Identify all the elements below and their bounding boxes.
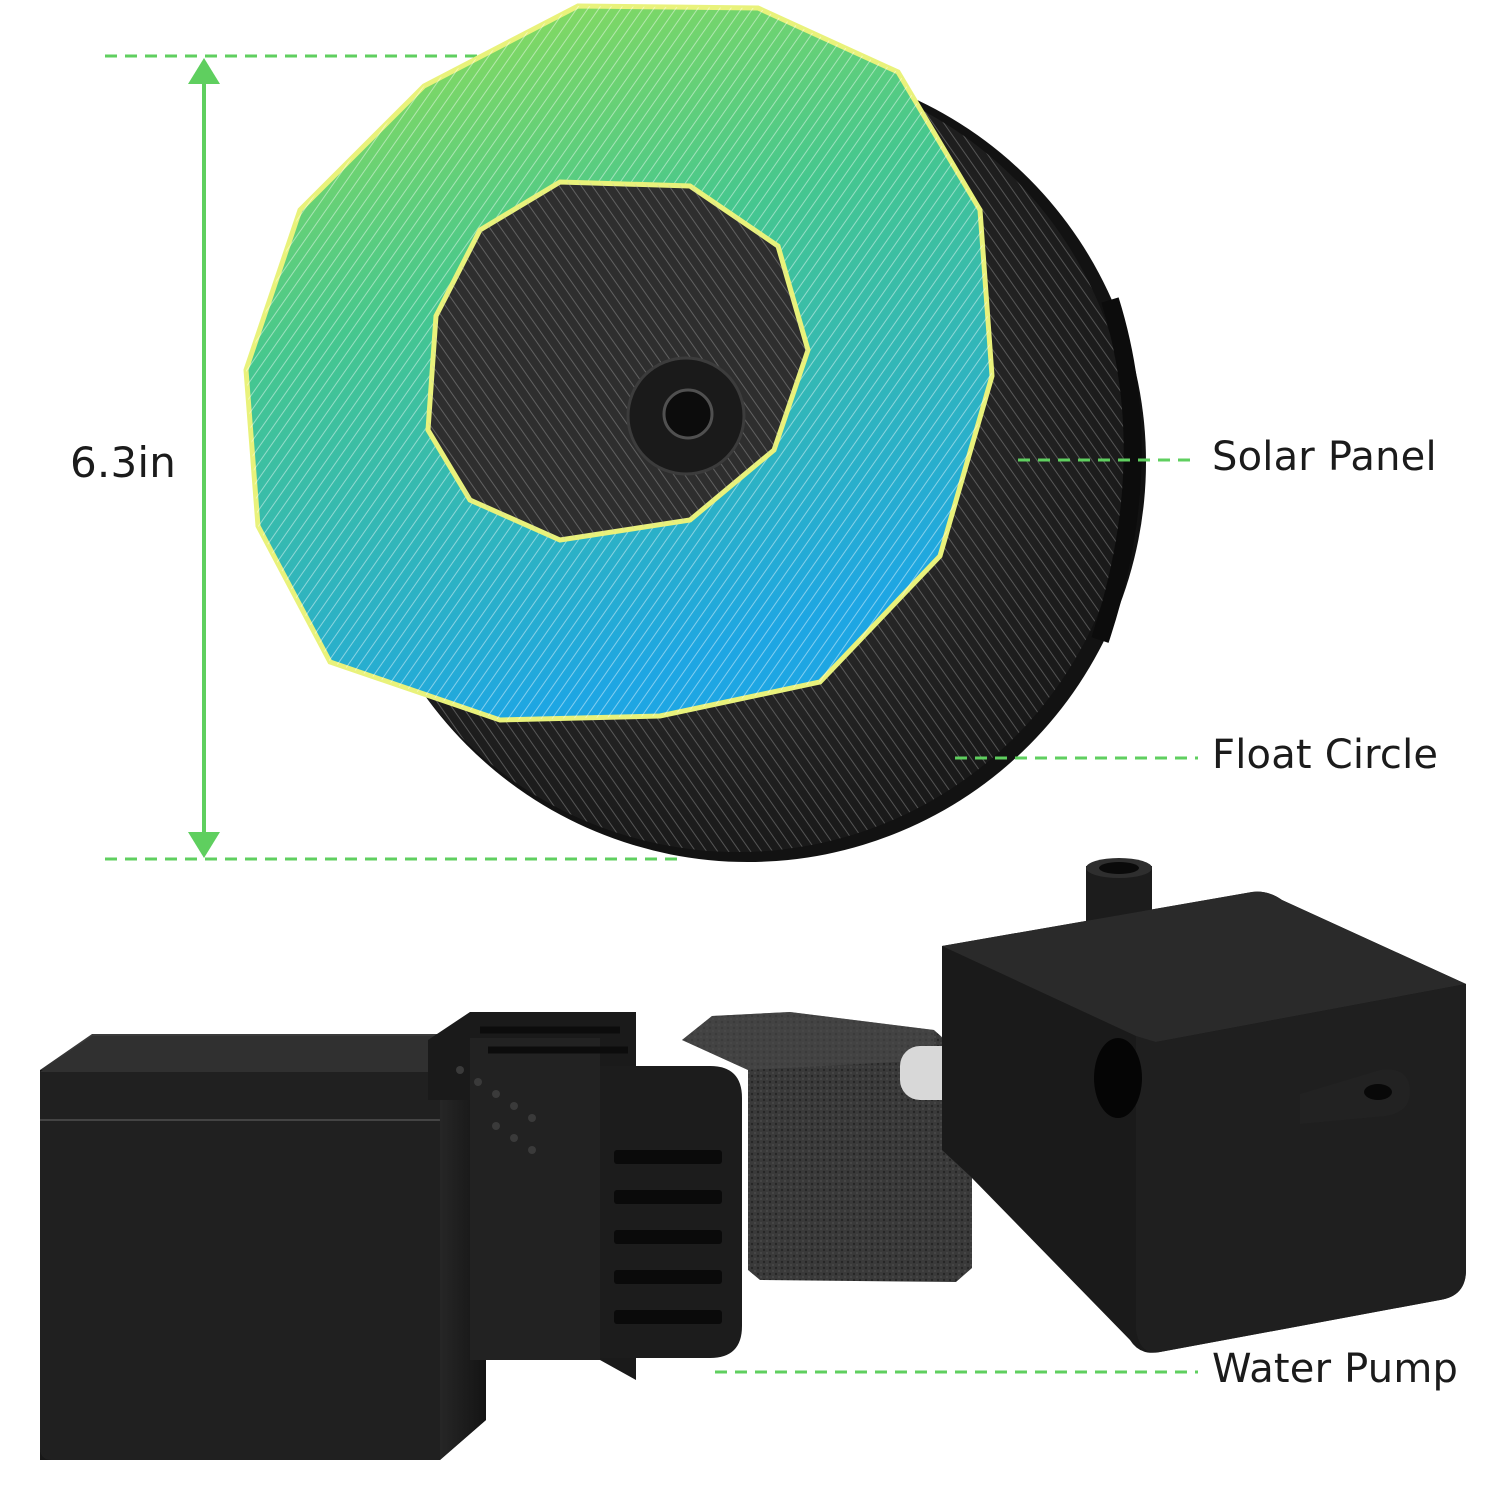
- solar-panel: [243, 3, 995, 723]
- callout-label-solar-panel: Solar Panel: [1212, 434, 1437, 480]
- filter-cage: [428, 1012, 742, 1380]
- water-pump: [942, 858, 1466, 1353]
- dimension-label: 6.3in: [70, 438, 177, 487]
- dimension-guide: [105, 54, 680, 861]
- nozzle: [662, 388, 714, 440]
- callout-label-water-pump: Water Pump: [1212, 1346, 1459, 1392]
- pump-cover-box: [40, 1034, 487, 1460]
- dimension-arrow-up: [188, 58, 220, 84]
- callout-label-float-circle: Float Circle: [1212, 732, 1439, 778]
- dimension-arrow-down: [188, 832, 220, 858]
- filter-sponge: [682, 1012, 972, 1282]
